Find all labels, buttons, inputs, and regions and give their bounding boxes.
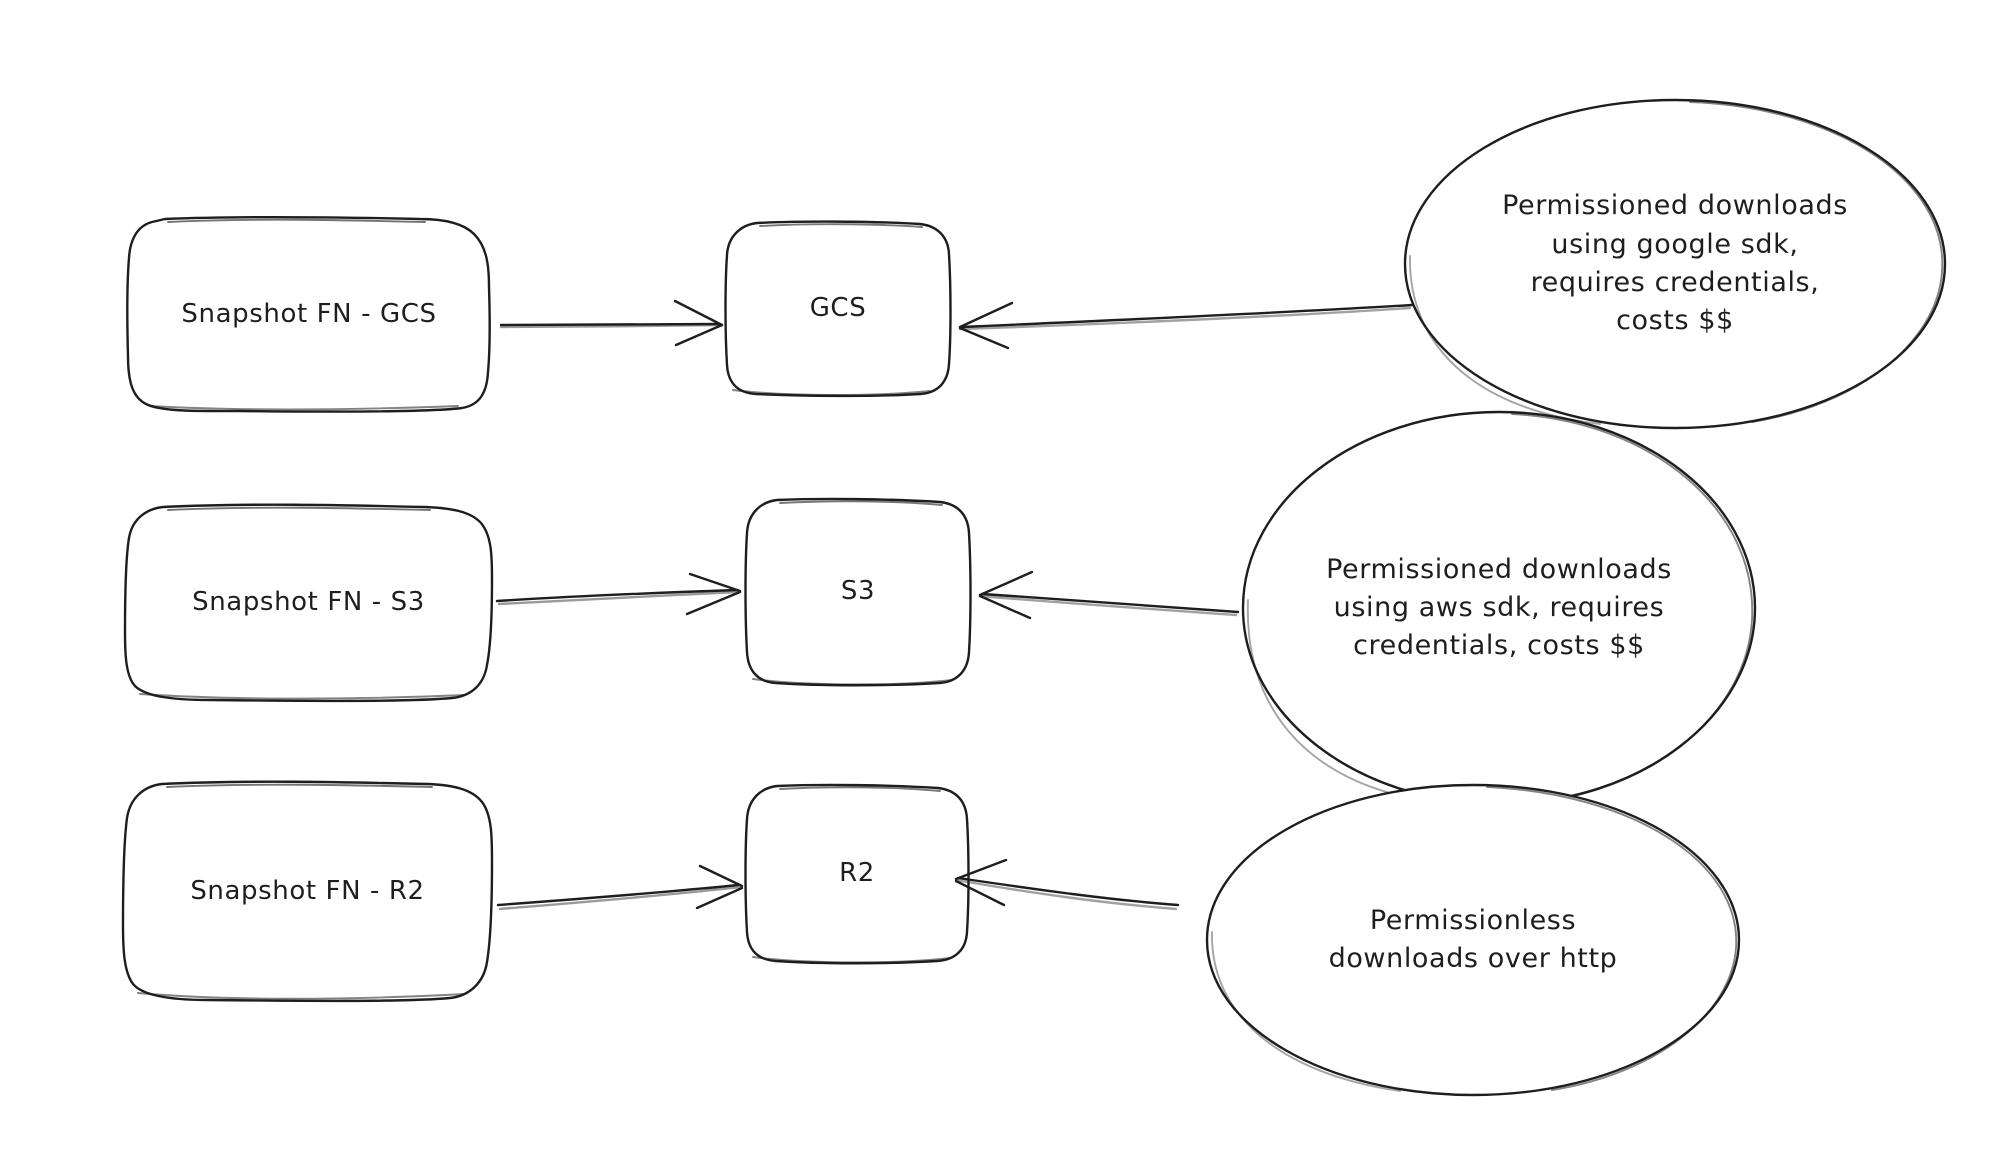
arrow-snapshot-fn-gcs-to-gcs[interactable] — [499, 299, 724, 347]
shape-r2[interactable] — [744, 783, 970, 965]
shape-gcs[interactable] — [724, 220, 952, 398]
node-note-s3[interactable] — [1243, 412, 1755, 804]
arrow-note-r2-to-r2[interactable] — [954, 858, 1180, 911]
shape-note-gcs[interactable] — [1403, 98, 1947, 430]
node-s3[interactable] — [744, 497, 972, 687]
arrow-snapshot-fn-s3-to-s3[interactable] — [495, 572, 742, 616]
node-snapshot-fn-s3[interactable] — [123, 503, 494, 703]
node-snapshot-fn-r2[interactable] — [121, 780, 494, 1004]
arrow-note-s3-to-s3[interactable] — [978, 570, 1240, 620]
node-note-r2[interactable] — [1207, 785, 1739, 1095]
shape-snapshot-fn-r2[interactable] — [121, 780, 494, 1003]
arrow-snapshot-fn-r2-to-r2[interactable] — [496, 864, 744, 911]
arrow-note-gcs-to-gcs[interactable] — [958, 301, 1414, 350]
shape-snapshot-fn-s3[interactable] — [123, 503, 494, 703]
shape-note-s3[interactable] — [1241, 410, 1757, 806]
node-gcs[interactable] — [724, 220, 952, 398]
shape-s3[interactable] — [744, 497, 972, 687]
shape-note-r2[interactable] — [1205, 783, 1741, 1097]
node-r2[interactable] — [744, 783, 970, 965]
node-snapshot-fn-gcs[interactable] — [123, 216, 493, 414]
node-note-gcs[interactable] — [1405, 100, 1945, 428]
shape-snapshot-fn-gcs[interactable] — [126, 215, 491, 413]
